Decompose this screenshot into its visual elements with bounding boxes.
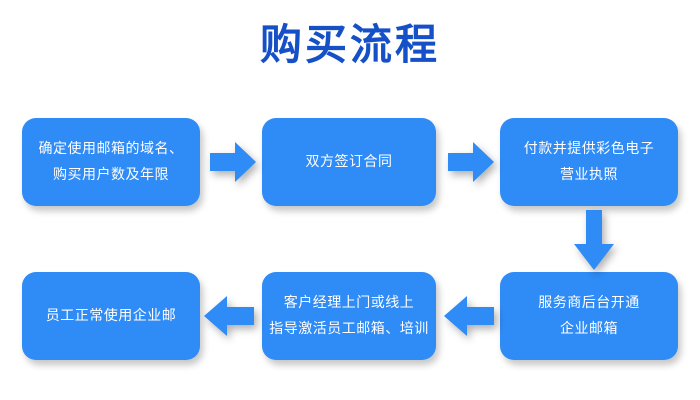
arrow-down-icon [572,210,616,270]
flow-step-1-line-1: 确定使用邮箱的域名、 [38,141,184,157]
arrow-left-icon [204,294,254,338]
arrow-right-icon [210,140,256,184]
flow-step-2-line-1: 双方签订合同 [305,154,393,170]
flow-step-5-line-1: 客户经理上门或线上 [283,295,415,311]
flow-step-4-line-2: 企业邮箱 [560,321,618,337]
flow-step-3: 付款并提供彩色电子 营业执照 [500,118,678,206]
arrow-left-icon [444,294,494,338]
flow-step-4-line-1: 服务商后台开通 [538,295,640,311]
flow-step-6: 员工正常使用企业邮 [22,272,200,360]
arrow-right-icon [448,140,494,184]
page-title: 购买流程 [259,20,440,69]
flow-step-1-line-2: 购买用户数及年限 [53,167,169,183]
flow-step-1: 确定使用邮箱的域名、 购买用户数及年限 [22,118,200,206]
flow-step-5: 客户经理上门或线上 指导激活员工邮箱、培训 [262,272,436,360]
flow-step-2: 双方签订合同 [262,118,436,206]
flow-step-3-line-1: 付款并提供彩色电子 [523,141,655,157]
flow-step-5-line-2: 指导激活员工邮箱、培训 [269,321,429,337]
flow-step-6-line-1: 员工正常使用企业邮 [45,308,177,324]
flow-step-4: 服务商后台开通 企业邮箱 [500,272,678,360]
flow-step-3-line-2: 营业执照 [560,167,618,183]
